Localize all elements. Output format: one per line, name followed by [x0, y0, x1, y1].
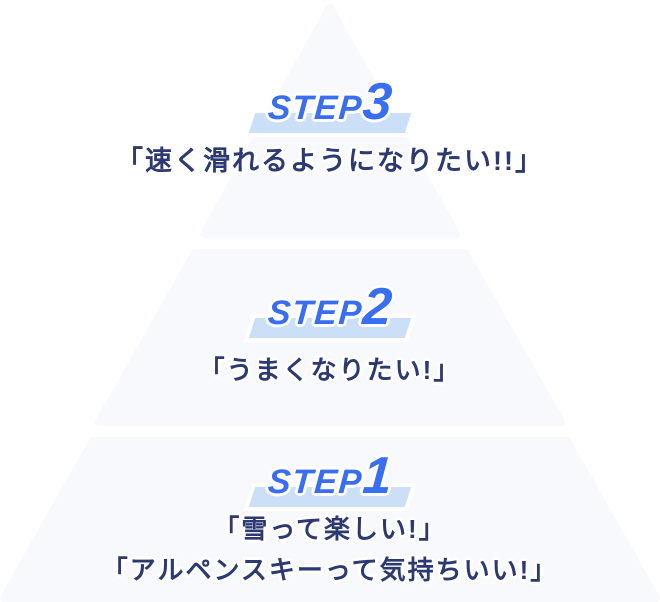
step1-quote-line2: 「アルペンスキーって気持ちいい!」: [101, 555, 559, 585]
step1-number: 1: [361, 447, 395, 505]
step3-quote: 「速く滑れるようになりたい!!」: [116, 146, 544, 176]
step2-badge: STEP 2: [0, 278, 660, 338]
step1-quotes: 「雪って楽しい!」「アルペンスキーって気持ちいい!」: [0, 509, 660, 591]
step2-number: 2: [361, 278, 395, 336]
step1-quote-line1: 「雪って楽しい!」: [213, 514, 447, 544]
step3-badge: STEP 3: [0, 73, 660, 133]
step2-quote: 「うまくなりたい!」: [198, 355, 462, 385]
step3-number: 3: [361, 73, 395, 131]
pyramid-tier-bottom: [0, 437, 660, 602]
step1-label: STEP: [266, 463, 364, 501]
step2-label: STEP: [266, 294, 364, 332]
step1-badge: STEP 1: [0, 447, 660, 507]
step3-label: STEP: [266, 89, 364, 127]
